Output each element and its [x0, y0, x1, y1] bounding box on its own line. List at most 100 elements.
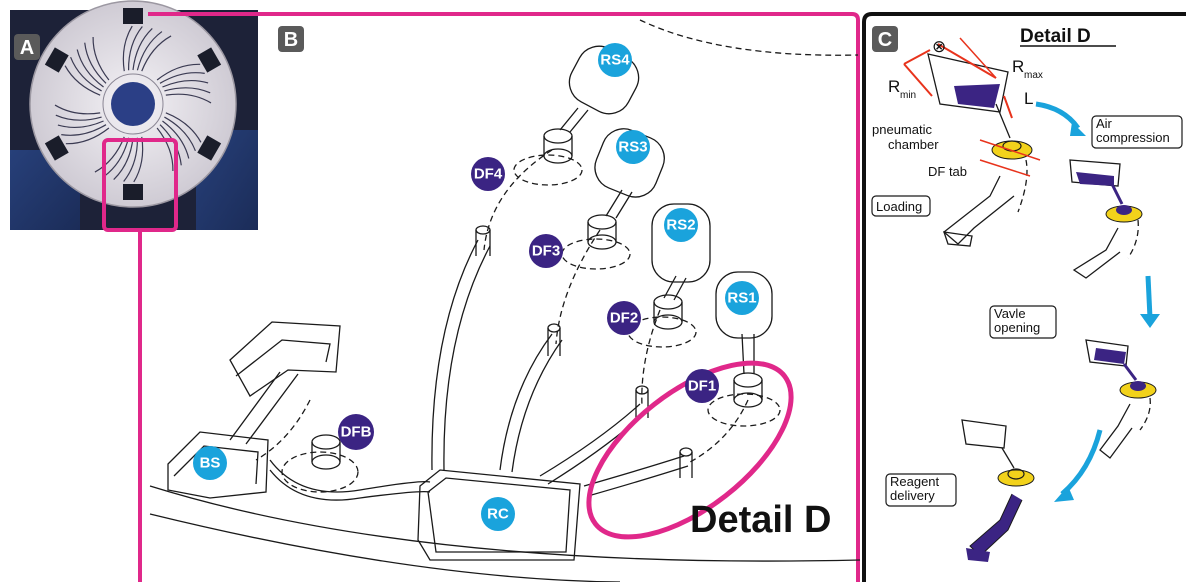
r-max-symbol: R	[1012, 57, 1024, 76]
dimension-rmax-end	[959, 37, 997, 79]
label-df4-text: DF4	[474, 166, 503, 183]
label-bs-text: BS	[200, 455, 221, 472]
callout-lines	[979, 139, 1041, 177]
detail-d-label: Detail D	[690, 499, 831, 541]
chamber-df3-top	[587, 214, 617, 230]
reagent-df-tab	[997, 469, 1035, 487]
disc-channel	[65, 127, 110, 145]
label-bs-circle	[193, 446, 227, 480]
reaction-chamber-shape	[417, 469, 581, 561]
r-min-subscript: min	[900, 90, 916, 101]
chamber-df4-side	[543, 136, 573, 156]
loading-label: Loading	[876, 199, 922, 214]
channel-rc-h	[587, 465, 689, 497]
label-rs1-circle	[725, 281, 759, 315]
stub-4	[679, 452, 693, 478]
label-dfb: DFB	[338, 414, 374, 450]
disc-outer-chamber	[123, 8, 143, 24]
buffer-lower-block	[167, 431, 269, 499]
air-chamber	[1116, 205, 1132, 215]
label-rs4-text: RS4	[600, 52, 630, 69]
chamber-df2-top	[653, 294, 683, 310]
label-df1: DF1	[685, 369, 719, 403]
disc-outer-chamber	[44, 47, 69, 73]
label-rc-circle	[481, 497, 515, 531]
disc-edge-outer	[149, 485, 861, 562]
buffer-link	[229, 371, 299, 445]
step-air-label: Air compression	[1091, 115, 1183, 149]
valve-label-line2: opening	[994, 320, 1040, 335]
dimension-rmin	[903, 63, 933, 97]
step-valve-label: Vavle opening	[989, 305, 1057, 339]
disc-channel	[122, 25, 133, 72]
label-rs2-text: RS2	[666, 217, 695, 234]
channel-rc-a	[431, 239, 479, 471]
step-valve-drawing	[1085, 339, 1157, 459]
tank-rs2	[651, 203, 711, 283]
label-df1-text: DF1	[688, 378, 716, 395]
chamber-dfb-ring	[281, 451, 359, 493]
chamber-df4-ring	[513, 154, 583, 186]
disc-channel	[132, 27, 153, 71]
loading-reservoir	[927, 53, 1009, 113]
channel-rc-e	[539, 403, 641, 477]
disc-channel	[70, 56, 102, 92]
label-rs1-text: RS1	[727, 290, 756, 307]
panel-c-letter: C	[878, 29, 892, 51]
step-reagent-drawing	[961, 419, 1035, 562]
label-rs3-circle	[616, 130, 650, 164]
label-df3-circle	[529, 234, 563, 268]
reagent-neck	[1001, 447, 1015, 469]
disc-channel	[165, 112, 202, 143]
disc-channel	[164, 116, 196, 152]
air-liquid	[1076, 172, 1114, 186]
disc-channel	[127, 26, 143, 71]
link-rs3	[605, 189, 633, 219]
label-rc-text: RC	[487, 506, 509, 523]
label-df2-circle	[607, 301, 641, 335]
chamber-df4-top	[543, 128, 573, 144]
label-bs: BS	[193, 446, 227, 480]
disc-channel	[76, 49, 104, 88]
chamber-df1-top	[733, 372, 763, 388]
rc-outer	[417, 469, 581, 561]
reagent-reservoir	[961, 419, 1007, 449]
arrow-3	[1060, 429, 1103, 496]
chamber-df1-ring	[707, 393, 781, 427]
chamber-df3-bottom	[587, 234, 617, 250]
reagent-label-line1: Reagent	[890, 474, 940, 489]
link-rs4	[559, 107, 589, 133]
air-neck	[1110, 183, 1124, 205]
reagent-label-line2: delivery	[890, 488, 935, 503]
label-df1-circle	[685, 369, 719, 403]
disc-channel	[54, 104, 101, 115]
disc-hub-ring	[102, 73, 164, 135]
disc-channel	[64, 65, 101, 96]
label-df2-text: DF2	[610, 310, 638, 327]
disc-channel	[156, 63, 201, 81]
chamber-df2	[627, 294, 697, 348]
panel-a-letter: A	[20, 37, 34, 59]
disc-channel	[92, 36, 110, 81]
channel-rc-c	[499, 333, 553, 471]
channel-rc-g	[583, 455, 685, 487]
loading-dash	[1017, 159, 1028, 213]
disc-hub-dashed	[639, 19, 859, 56]
panel-b-letter: B	[284, 29, 298, 51]
buffer-to-rc-channel-2	[269, 469, 431, 501]
disc-center-hole	[111, 82, 155, 126]
panel-b-border	[148, 12, 860, 582]
disc-channel	[113, 137, 134, 181]
chamber-dfb-bottom	[311, 454, 341, 470]
label-rs2-circle	[664, 208, 698, 242]
air-label-box	[1091, 115, 1183, 149]
tank-rs1	[715, 271, 773, 339]
label-rs4: RS4	[598, 43, 632, 77]
chamber-dfb	[281, 434, 359, 493]
step-loading-label: Loading	[871, 195, 931, 217]
chamber-df3-ring	[561, 238, 631, 270]
label-dfb-text: DFB	[341, 424, 372, 441]
theta-symbol: ⊗	[932, 37, 946, 56]
arrow-3-head	[1054, 486, 1074, 502]
channel-rc-b	[443, 245, 491, 471]
